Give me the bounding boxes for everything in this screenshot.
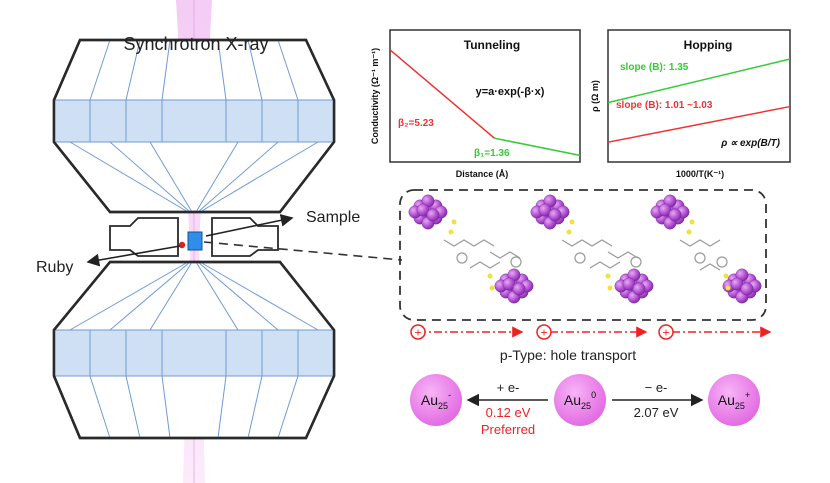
au25-neutral-node: Au250 [554,374,606,426]
au25-cluster [614,268,654,304]
cluster-network-panel [399,189,767,321]
hole-transport-row: + + + p-Type: hole transport [410,324,772,363]
hole-icon-3: + [658,324,674,340]
svg-text:Au250: Au250 [564,390,596,411]
au25-plus-node: Au25+ [708,374,760,426]
tunneling-xlabel: Distance (Å) [456,169,509,179]
sulfur-atoms [448,219,731,291]
au25-cluster [650,194,690,230]
reduction-label: + e- [497,380,520,395]
hopping-xlabel: 1000/T(K⁻¹) [676,169,724,179]
ruby-arrow [86,245,181,267]
tunneling-equation: y=a·exp(-β·x) [476,86,545,98]
hopping-series-red [607,105,791,143]
hopping-chart: Hopping ρ ∝ exp(B/T) 1000/T(K⁻¹) ρ (Ω m)… [590,29,791,179]
transport-label: p-Type: hole transport [500,347,636,363]
hopping-series-green [607,58,791,104]
tunneling-ylabel: Conductivity (Ω⁻¹ m⁻¹) [370,48,380,144]
tunneling-series-red [389,49,495,139]
tunneling-series-green [494,137,581,157]
tunneling-title: Tunneling [464,38,520,52]
sample-chamber [187,231,203,251]
hole-icon-1: + [410,324,426,340]
tunneling-label-red: β₂=5.23 [398,118,434,129]
oxidation-energy: 2.07 eV [634,405,679,420]
sample-arrow [205,214,294,237]
gasket [109,217,279,257]
redox-scheme: Au25- Au250 Au25+ + e- 0.12 eV Preferred… [410,374,760,437]
svg-text:Au25+: Au25+ [718,390,750,411]
au25-cluster [408,194,448,230]
au25-cluster [494,268,534,304]
oxidation-label: − e- [645,380,668,395]
svg-text:+: + [540,326,547,340]
hopping-title: Hopping [684,38,733,52]
sample-label: Sample [306,209,360,226]
tunneling-label-green: β₁=1.36 [474,148,510,159]
ligand-links [443,239,728,271]
ruby-label: Ruby [36,259,73,276]
tunneling-chart: Tunneling y=a·exp(-β·x) Distance (Å) Con… [370,29,581,179]
svg-text:+: + [414,326,421,340]
lower-anvil [52,260,336,440]
hopping-label-green: slope (B): 1.35 [620,62,689,73]
beam-label: Synchrotron X-ray [123,34,268,54]
svg-text:Au25-: Au25- [421,390,451,411]
upper-anvil [52,38,336,214]
ruby-marker [178,241,186,249]
hopping-ylabel: ρ (Ω m) [590,80,600,112]
au25-cluster [530,194,570,230]
au25-minus-node: Au25- [410,374,462,426]
cluster-panel-frame [399,189,767,321]
tunneling-plot-frame [389,29,581,163]
hopping-label-red: slope (B): 1.01 ~1.03 [616,100,713,111]
hole-icon-2: + [536,324,552,340]
diamond-anvil-cell: Synchrotron X-ray Sample Ruby [36,0,403,483]
reduction-energy: 0.12 eV [486,405,531,420]
svg-text:+: + [662,326,669,340]
reduction-note: Preferred [481,422,535,437]
zoom-connector [203,241,403,261]
hopping-equation: ρ ∝ exp(B/T) [720,138,780,149]
au25-clusters [408,194,762,304]
